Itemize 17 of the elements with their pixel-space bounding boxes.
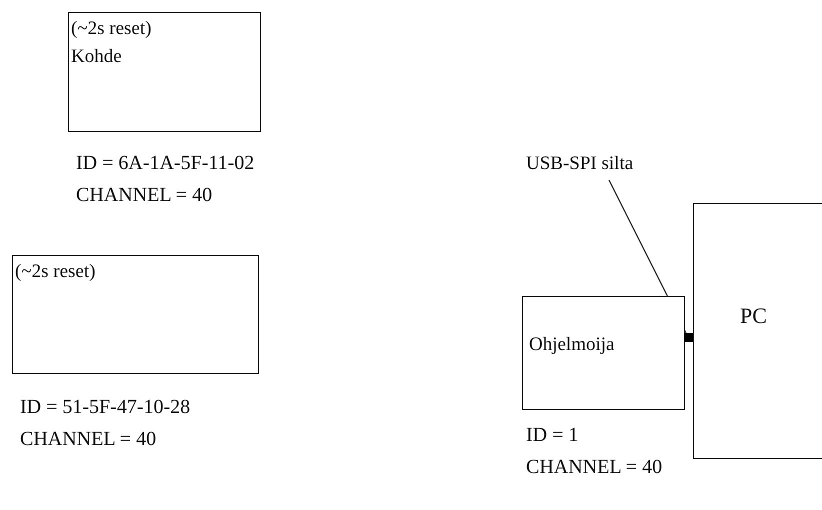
box-label: Ohjelmoija: [529, 333, 614, 357]
target-box: [12, 255, 259, 374]
pc-box: [693, 203, 822, 459]
box-note: (~2s reset): [71, 17, 152, 41]
node-caption: ID = 51-5F-47-10-28: [20, 395, 190, 420]
target-box: [68, 12, 261, 132]
connector-block: [684, 333, 694, 342]
node-caption: CHANNEL = 40: [526, 455, 662, 480]
programmer-box: [522, 296, 685, 410]
node-caption: ID = 6A-1A-5F-11-02: [76, 151, 254, 176]
callout-label: USB-SPI silta: [526, 152, 634, 176]
box-label: (~2s reset): [15, 260, 96, 284]
node-caption: ID = 1: [526, 423, 578, 448]
node-caption: CHANNEL = 40: [20, 427, 156, 452]
node-caption: CHANNEL = 40: [76, 183, 212, 208]
box-label: Kohde: [71, 45, 122, 69]
box-label: PC: [740, 304, 767, 328]
